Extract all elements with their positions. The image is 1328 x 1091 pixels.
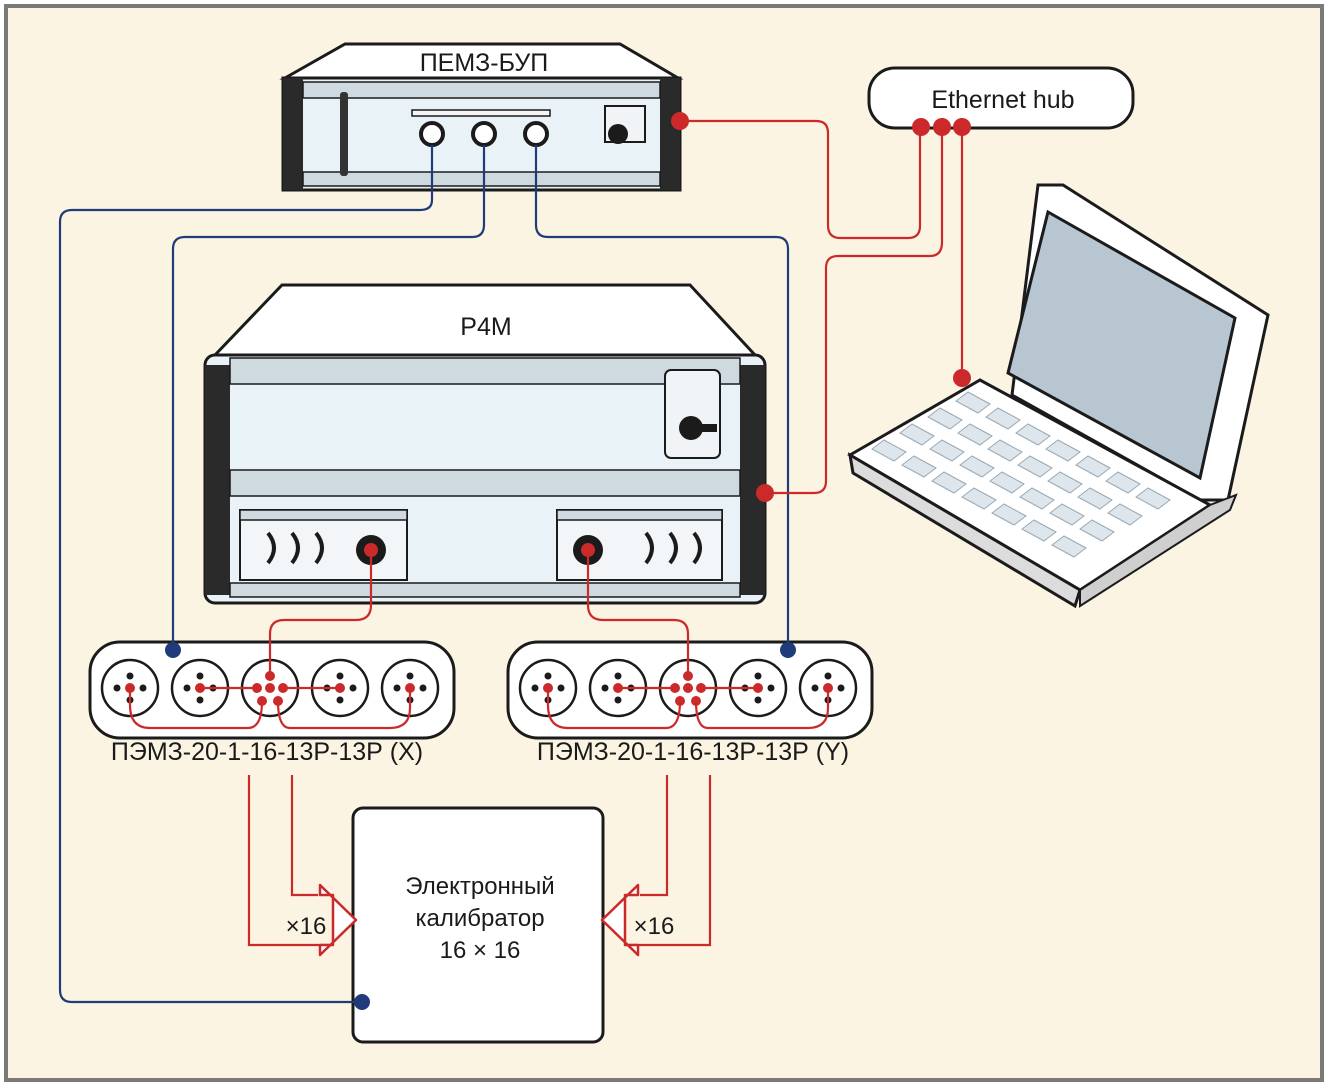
ethernet-hub (867, 66, 1135, 130)
switch-y-pins (531, 671, 845, 706)
calibrator-line3: 16 × 16 (440, 937, 521, 964)
electronic-calibrator (351, 806, 605, 1044)
switch-y-label: ПЭМЗ-20-1-16-13Р-13Р (Y) (537, 738, 849, 766)
switch-internal-wiring (128, 686, 830, 730)
hub-label: Ethernet hub (931, 86, 1074, 114)
calibrator-line1: Электронный (405, 873, 554, 900)
p4m-label: Р4М (460, 313, 511, 341)
laptop-icon (847, 183, 1270, 609)
bup-label: ПЕМЗ-БУП (420, 49, 549, 77)
multiplier-right: ×16 (634, 913, 675, 940)
arrow-right-input (600, 883, 640, 957)
cable-connection-points (671, 112, 971, 502)
arrow-left-input (318, 883, 358, 957)
p4m-analyzer (203, 283, 767, 605)
calibrator-line2: калибратор (415, 905, 544, 932)
rf-and-network-cables (247, 119, 964, 947)
multiplier-left: ×16 (286, 913, 327, 940)
switch-x-label: ПЭМЗ-20-1-16-13Р-13Р (Х) (111, 738, 423, 766)
control-cable-ends (165, 642, 796, 1010)
control-cables (58, 145, 790, 1004)
bup-device (279, 42, 684, 192)
